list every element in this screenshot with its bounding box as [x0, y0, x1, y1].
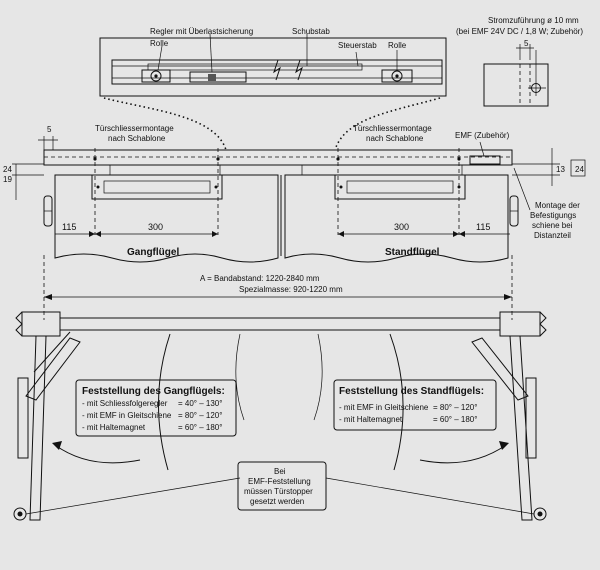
- rolle-left-label: Rolle: [150, 39, 169, 48]
- door-stopper-left-icon: [13, 507, 27, 521]
- mount-note-line3: schiene bei: [532, 221, 573, 230]
- box-gang-row1-label: - mit Schliessfolgeregler: [82, 399, 168, 408]
- door-leaves: 115 300 300 115 Gangflügel Standflügel: [43, 164, 519, 263]
- mount-note-line2: Befestigungs: [530, 211, 576, 220]
- closer-left: [91, 174, 223, 200]
- regler-label: Regler mit Überlastsicherung: [150, 27, 253, 36]
- label-gangfluegel: Gangflügel: [127, 247, 179, 258]
- rail-front-view: 5 EMF (Zubehör) Türschliessermontage nac…: [3, 124, 586, 240]
- box-gang-row2-label: - mit EMF in Gleitschiene: [82, 411, 172, 420]
- box-stand-row1-label: - mit EMF in Gleitschiene: [339, 403, 429, 412]
- schubstab-rod: [147, 63, 363, 71]
- slide-rail: [43, 149, 513, 166]
- dim-24-left: 24: [3, 165, 12, 174]
- note-line2: EMF-Feststellung: [248, 477, 311, 486]
- box-gang-row1-value: = 40° – 130°: [178, 399, 222, 408]
- dim-13: 13: [556, 165, 565, 174]
- power-supply-line2: (bei EMF 24V DC / 1,8 W; Zubehör): [456, 27, 583, 36]
- roller-left: [141, 69, 171, 83]
- dim-left-5: 5: [47, 125, 52, 134]
- roller-right: [381, 69, 413, 83]
- power-supply-detail: Stromzuführung ø 10 mm (bei EMF 24V DC /…: [456, 16, 583, 107]
- plan-view: [13, 311, 547, 521]
- rolle-right-label: Rolle: [388, 41, 407, 50]
- emf-unit: [469, 155, 501, 165]
- power-supply-line1: Stromzuführung ø 10 mm: [488, 16, 579, 25]
- power-supply-dim: 5: [524, 39, 529, 48]
- template-right-line2: nach Schablone: [366, 134, 424, 143]
- dim-24-right: 24: [575, 165, 584, 174]
- box-standfluegel: Feststellung des Standflügels: - mit EMF…: [333, 379, 497, 431]
- dims-left-door: 115 300: [55, 222, 218, 237]
- dims-right-door: 300 115: [338, 222, 510, 237]
- schubstab-label: Schubstab: [292, 27, 330, 36]
- dim-right-115: 115: [476, 222, 490, 232]
- box-gang-row2-value: = 80° – 120°: [178, 411, 222, 420]
- note-line4: gesetzt werden: [250, 497, 304, 506]
- plan-arm-left: [25, 337, 81, 401]
- rail-detail-view: Regler mit Überlastsicherung Schubstab R…: [99, 27, 447, 97]
- note-door-stopper: Bei EMF-Feststellung müssen Türstopper g…: [237, 461, 327, 511]
- box-stand-title: Feststellung des Standflügels:: [339, 386, 484, 397]
- box-gang-title: Feststellung des Gangflügels:: [82, 386, 225, 397]
- closer-right: [334, 174, 466, 200]
- door-standfluegel: [284, 174, 509, 263]
- plan-arm-right: [471, 337, 529, 401]
- regler-block: [189, 71, 247, 83]
- label-standfluegel: Standflügel: [385, 247, 440, 258]
- template-left-line2: nach Schablone: [108, 134, 166, 143]
- dim-19: 19: [3, 175, 12, 184]
- box-gang-row3-label: - mit Haltemagnet: [82, 423, 146, 432]
- template-right-line1: Türschliessermontage: [353, 124, 432, 133]
- template-left-line1: Türschliessermontage: [95, 124, 174, 133]
- plan-door-left: [29, 335, 47, 521]
- steuerstab-label: Steuerstab: [338, 41, 377, 50]
- dim-left-115: 115: [62, 222, 76, 232]
- emf-label: EMF (Zubehör): [455, 131, 510, 140]
- box-stand-row2-label: - mit Haltemagnet: [339, 415, 403, 424]
- door-gangfluegel: [54, 174, 279, 263]
- dim-left-300: 300: [148, 222, 163, 232]
- note-line3: müssen Türstopper: [244, 487, 313, 496]
- dim-right-300: 300: [394, 222, 409, 232]
- plan-door-right: [509, 335, 533, 521]
- a-dim-line1: A = Bandabstand: 1220-2840 mm: [200, 274, 320, 283]
- a-dim-line2: Spezialmasse: 920-1220 mm: [239, 285, 343, 294]
- box-gangfluegel: Feststellung des Gangflügels: - mit Schl…: [75, 379, 237, 437]
- box-stand-row1-value: = 80° – 120°: [433, 403, 477, 412]
- regler-knob: [208, 74, 216, 81]
- box-gang-row3-value: = 60° – 180°: [178, 423, 222, 432]
- door-stopper-right-icon: [533, 507, 547, 521]
- mount-note-line4: Distanzteil: [534, 231, 571, 240]
- bandabstand-dimension: A = Bandabstand: 1220-2840 mm Spezialmas…: [43, 255, 513, 320]
- box-stand-row2-value: = 60° – 180°: [433, 415, 477, 424]
- mount-note-line1: Montage der: [535, 201, 580, 210]
- note-line1: Bei: [274, 467, 286, 476]
